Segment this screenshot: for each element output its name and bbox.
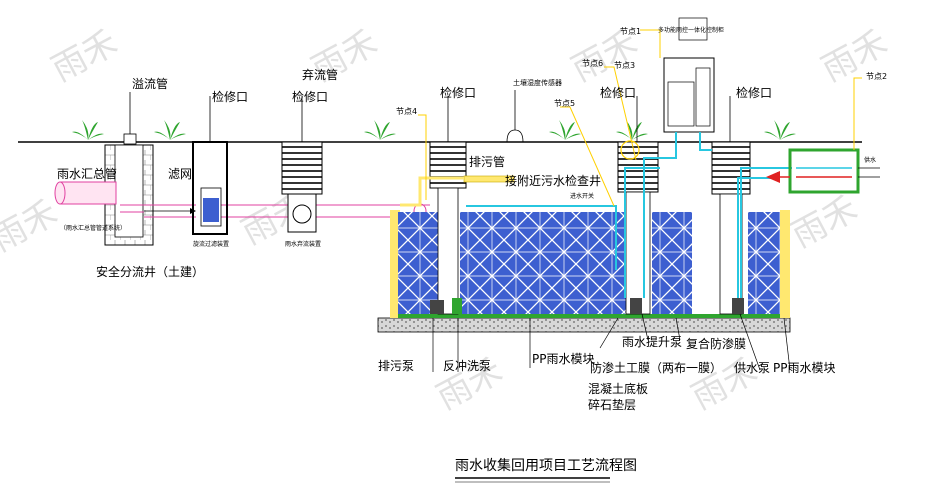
label-node4: 节点4: [396, 107, 417, 116]
label-filter: 滤网: [168, 167, 192, 181]
label-node5: 节点5: [554, 99, 575, 108]
label-geotextile: 防渗土工膜（两布一膜）: [590, 360, 722, 375]
label-small-pipe-note: （雨水汇总管管道系统）: [60, 224, 126, 232]
label-small-discard-device: 雨水弃流装置: [285, 240, 321, 248]
label-node1: 节点1: [620, 27, 641, 36]
sewage-pipe: [400, 175, 515, 207]
label-soil-sensor: 土壤湿度传感器: [513, 78, 562, 87]
label-safety-well: 安全分流井（土建）: [96, 264, 204, 279]
label-small-filter-device: 旋流过滤装置: [193, 240, 229, 248]
label-gravel: 碎石垫层: [588, 397, 636, 412]
label-inspection-3: 检修口: [440, 85, 476, 100]
label-node2: 节点2: [866, 72, 887, 81]
label-inspection-1: 检修口: [212, 89, 248, 104]
control-cabinet: [663, 17, 715, 133]
svg-text:雨禾: 雨禾: [785, 189, 864, 256]
supply-pump-well: [711, 96, 751, 315]
supply-pipes: [466, 132, 792, 298]
rain-main-pipe: [54, 181, 430, 219]
label-supply-pump: 供水泵: [734, 361, 770, 375]
svg-text:雨禾: 雨禾: [45, 23, 124, 90]
label-backwash-pump: 反冲洗泵: [443, 358, 491, 373]
label-node3: 节点3: [614, 61, 635, 70]
label-leaders: [432, 313, 791, 372]
label-small-supply: 供水: [864, 156, 876, 164]
label-inspection-2: 检修口: [292, 89, 328, 104]
label-node6: 节点6: [582, 59, 603, 68]
filter-well: [192, 96, 228, 235]
label-sewage-pump: 排污泵: [378, 359, 414, 373]
diagram-title: 雨水收集回用项目工艺流程图: [455, 457, 637, 474]
label-concrete-base: 混凝土底板: [588, 381, 648, 396]
label-rain-main-pipe: 雨水汇总管: [57, 166, 117, 181]
label-rain-lift-pump: 雨水提升泵: [622, 334, 682, 349]
label-inspection-4: 检修口: [600, 85, 636, 100]
label-composite-membrane: 复合防渗膜: [686, 336, 746, 351]
node6-marker: [620, 140, 640, 160]
label-pp-module-1: PP雨水模块: [532, 352, 594, 366]
grass-decor: [72, 120, 796, 140]
soil-sensor: [506, 90, 524, 143]
svg-text:雨禾: 雨禾: [0, 193, 64, 260]
label-pp-module-2: PP雨水模块: [773, 361, 835, 375]
label-inspection-5: 检修口: [736, 85, 772, 100]
label-overflow-pipe: 溢流管: [132, 76, 168, 91]
label-small-inflow: 进水开关: [570, 192, 594, 200]
discard-well: [281, 96, 323, 233]
pp-module-tank: [377, 210, 791, 333]
label-control-cabinet: 多功能雨控一体化控制柜: [658, 26, 724, 34]
label-sewage-pipe: 排污管: [469, 154, 505, 169]
sewage-well: [429, 96, 467, 315]
label-connect-sewage: 接附近污水检查井: [505, 173, 601, 188]
label-discard-pipe: 弃流管: [302, 67, 338, 82]
node-leaders: [418, 29, 862, 207]
irrigation-box: [766, 148, 880, 194]
